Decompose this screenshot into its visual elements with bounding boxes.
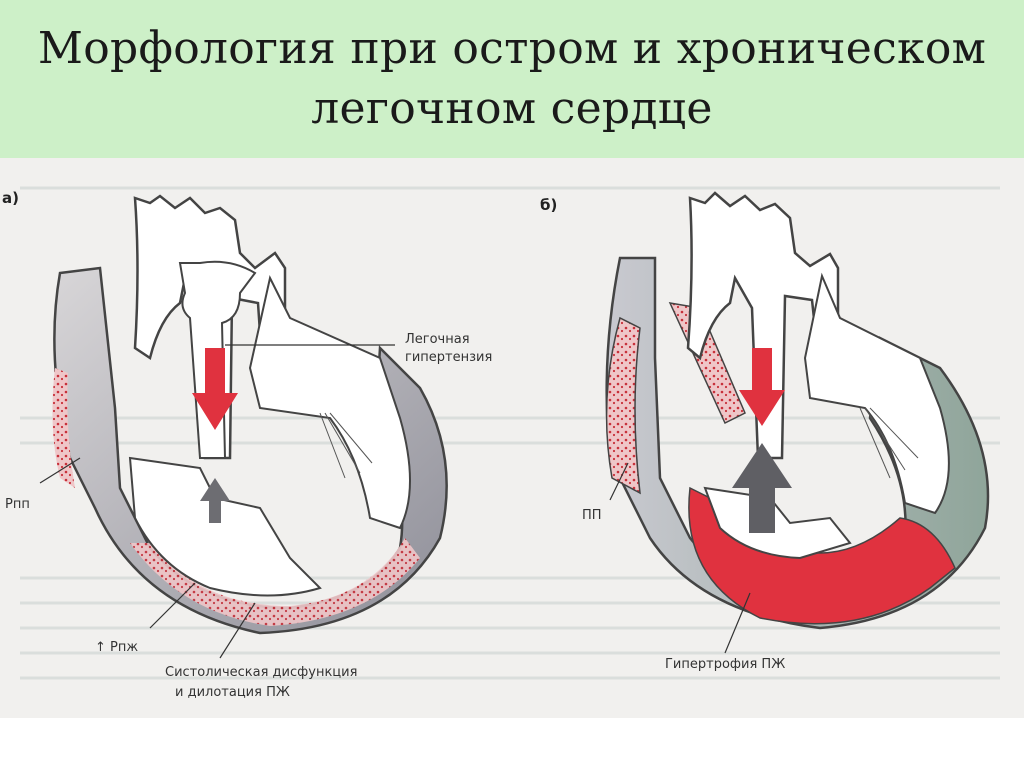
label-ra-pressure: Pпп	[5, 497, 30, 512]
slide-footer	[0, 718, 1024, 767]
label-systolic-dysfunction-1: Систолическая дисфункция	[165, 665, 357, 680]
heart-a-ra-wall	[52, 368, 75, 488]
title-banner: Морфология при остром и хроническом лего…	[0, 0, 1024, 158]
heart-a-rv-dilation	[130, 538, 420, 626]
heart-diagram-figure: а) Легочная гипертензия Pпп ↑ Pпж Систол…	[0, 158, 1024, 718]
pressure-arrow-down-b	[739, 348, 785, 426]
slide-title-line-1: Морфология при остром и хроническом	[37, 23, 987, 74]
heart-diagram-svg: а) Легочная гипертензия Pпп ↑ Pпж Систол…	[2, 186, 1000, 700]
heart-b-chordae	[859, 407, 919, 479]
panel-a-leaders	[39, 344, 395, 659]
panel-a-letter: а)	[2, 189, 19, 207]
heart-b-rv-cavity	[703, 486, 852, 560]
panel-b-letter: б)	[540, 196, 557, 214]
heart-a-left-chamber	[248, 275, 411, 530]
heart-b-left-chamber	[803, 272, 950, 515]
pressure-arrow-down-a	[192, 348, 238, 430]
heart-panel-b: б) ПП Гипертрофия ПЖ	[540, 191, 990, 672]
label-rv-hypertrophy: Гипертрофия ПЖ	[665, 657, 785, 672]
flow-arrow-up-b	[732, 443, 792, 533]
slide-title-line-2: легочном сердце	[311, 83, 713, 134]
flow-arrow-up-a	[200, 478, 230, 523]
label-pulmonary-hypertension-2: гипертензия	[405, 350, 492, 365]
heart-b-ra-wall	[605, 316, 641, 495]
label-ra: ПП	[582, 508, 602, 523]
panel-b-leaders	[609, 462, 751, 654]
label-pulmonary-hypertension-1: Легочная	[405, 332, 470, 347]
heart-b-aorta	[686, 191, 840, 460]
heart-panel-a: а) Легочная гипертензия Pпп ↑ Pпж Систол…	[2, 189, 492, 700]
heart-a-rv-cavity	[128, 456, 322, 597]
label-rv-pressure: ↑ Pпж	[95, 640, 138, 655]
heart-a-chordae	[319, 412, 373, 479]
label-systolic-dysfunction-2: и дилотация ПЖ	[175, 685, 290, 700]
